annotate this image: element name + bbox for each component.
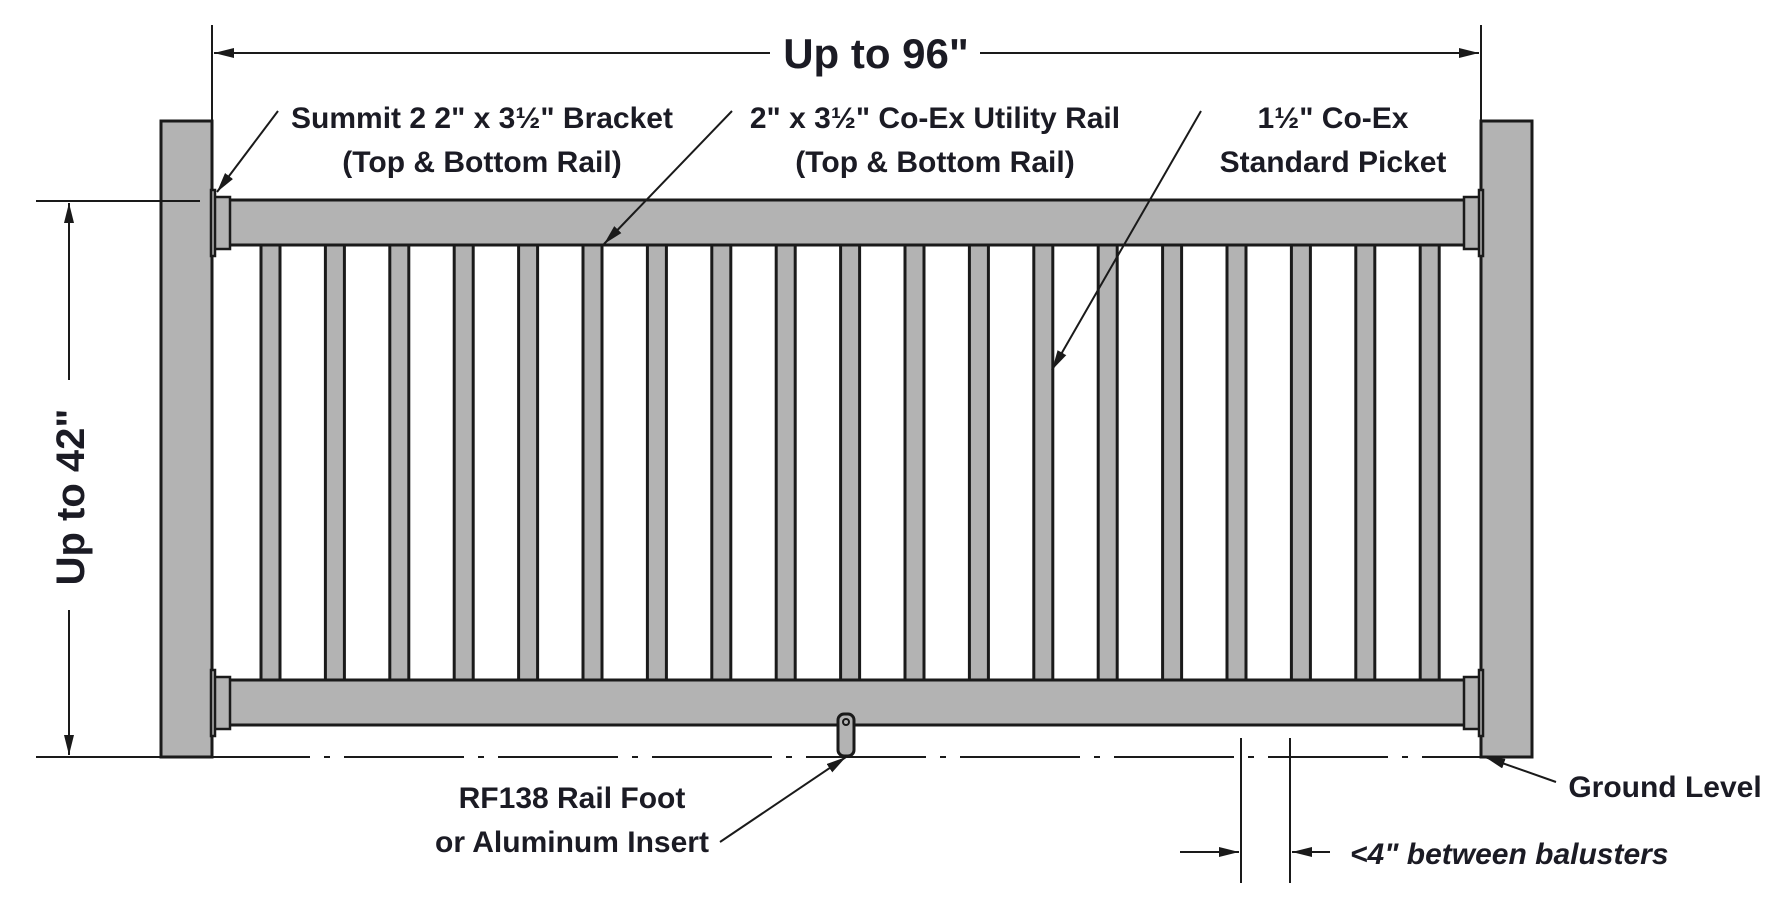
width-dimension-label: Up to 96": [783, 30, 969, 77]
bracket-top-left: [212, 195, 232, 251]
top-rail: [226, 198, 1468, 247]
picket: [1225, 242, 1248, 684]
picket: [452, 242, 475, 684]
picket: [259, 242, 282, 684]
rail-foot-callout-line2: or Aluminum Insert: [435, 826, 709, 859]
picket: [1418, 242, 1441, 684]
rail-callout-line2: (Top & Bottom Rail): [795, 146, 1074, 179]
picket: [388, 242, 411, 684]
bracket-callout-line2: (Top & Bottom Rail): [342, 146, 621, 179]
rail-foot-leader: [719, 756, 847, 843]
picket: [323, 242, 346, 684]
bracket-callout-line1: Summit 2 2" x 3½" Bracket: [291, 102, 673, 135]
picket: [1289, 242, 1312, 684]
picket: [581, 242, 604, 684]
picket-callout-line1: 1½" Co-Ex: [1258, 102, 1409, 135]
rail-foot-callout-line1: RF138 Rail Foot: [459, 782, 686, 815]
picket: [710, 242, 733, 684]
picket: [1096, 242, 1119, 684]
pickets: [259, 242, 1441, 684]
picket: [967, 242, 990, 684]
picket: [903, 242, 926, 684]
rail-callout-line1: 2" x 3½" Co-Ex Utility Rail: [750, 102, 1120, 135]
picket-leader: [1051, 110, 1202, 371]
spacing-label: <4" between balusters: [1350, 838, 1669, 871]
picket: [645, 242, 668, 684]
bracket-bottom-left: [212, 675, 232, 731]
left-post: [159, 119, 214, 759]
picket: [1354, 242, 1377, 684]
picket: [1161, 242, 1184, 684]
ground-level-label: Ground Level: [1568, 771, 1761, 804]
rail-foot: [836, 712, 856, 758]
picket-callout-line2: Standard Picket: [1220, 146, 1447, 179]
bracket-bottom-right: [1462, 675, 1482, 731]
picket: [839, 242, 862, 684]
height-dimension-label: Up to 42": [49, 409, 93, 586]
rail-leader: [603, 110, 733, 245]
picket: [774, 242, 797, 684]
bracket-leader: [216, 110, 279, 193]
bracket-top-right: [1462, 195, 1482, 251]
ground-leader: [1484, 756, 1557, 783]
brackets: [209, 188, 1485, 738]
right-post: [1479, 119, 1534, 759]
picket: [517, 242, 540, 684]
picket: [1032, 242, 1055, 684]
